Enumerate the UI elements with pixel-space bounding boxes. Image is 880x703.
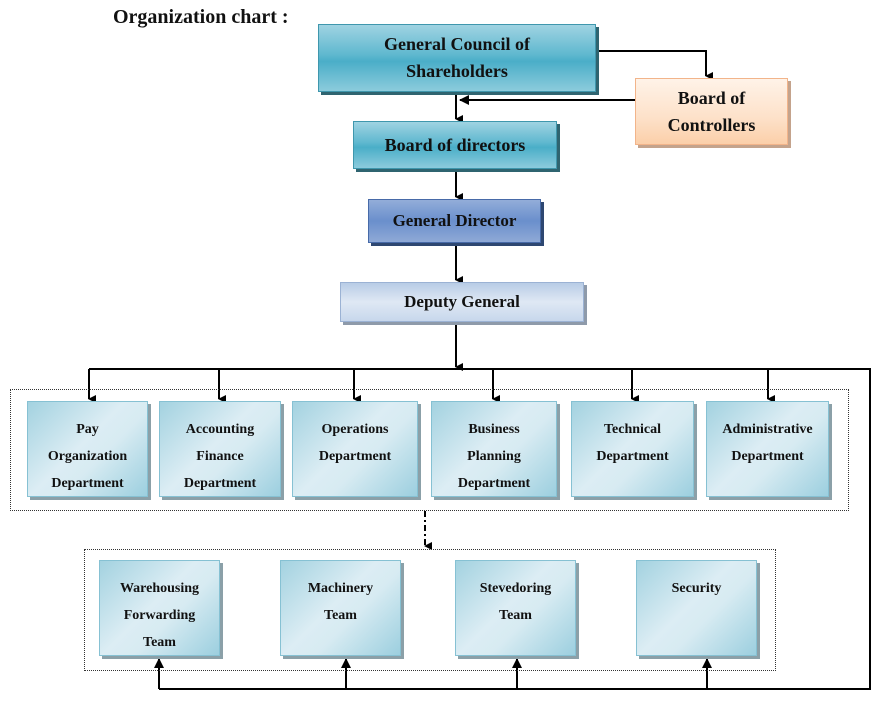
dept-business-planning[interactable]: Business Planning Department: [431, 401, 557, 497]
dept-pay-organization[interactable]: Pay Organization Department: [27, 401, 148, 497]
team-warehousing-forwarding[interactable]: Warehousing Forwarding Team: [99, 560, 220, 656]
teams-group: [84, 549, 776, 671]
node-deputy-general[interactable]: Deputy General: [340, 282, 584, 322]
node-label: Finance: [196, 449, 244, 464]
node-label: Security: [671, 581, 722, 596]
node-label: Accounting: [185, 422, 255, 437]
node-label: Operations: [321, 422, 389, 437]
node-label: Pay: [76, 422, 99, 437]
node-label: Team: [499, 608, 532, 623]
node-label: Department: [457, 476, 531, 491]
node-board-of-directors[interactable]: Board of directors: [353, 121, 557, 169]
node-label: Board of directors: [384, 134, 526, 155]
team-security[interactable]: Security: [636, 560, 757, 656]
node-general-council[interactable]: General Council of Shareholders: [318, 24, 596, 92]
node-label: Department: [318, 449, 392, 464]
node-label: Administrative: [722, 422, 813, 437]
dept-accounting-finance[interactable]: Accounting Finance Department: [159, 401, 281, 497]
node-label: Stevedoring: [479, 581, 552, 596]
node-label: Shareholders: [406, 61, 508, 81]
node-label: Warehousing: [119, 581, 200, 596]
node-general-director[interactable]: General Director: [368, 199, 541, 243]
node-label: Organization: [47, 449, 128, 464]
chart-title: Organization chart :: [113, 6, 289, 28]
node-label: Technical: [603, 422, 662, 437]
node-label: Team: [324, 608, 357, 623]
team-stevedoring[interactable]: Stevedoring Team: [455, 560, 576, 656]
dept-technical[interactable]: Technical Department: [571, 401, 694, 497]
dept-operations[interactable]: Operations Department: [292, 401, 418, 497]
department-bus: [89, 368, 871, 690]
node-board-of-controllers[interactable]: Board of Controllers: [635, 78, 788, 145]
dept-administrative[interactable]: Administrative Department: [706, 401, 829, 497]
team-machinery[interactable]: Machinery Team: [280, 560, 401, 656]
arrow-shareholders-to-controllers: [596, 50, 713, 80]
node-label: Business: [468, 422, 520, 437]
departments-group: [10, 389, 849, 511]
node-label: General Director: [392, 211, 517, 230]
node-label: Machinery: [307, 581, 374, 596]
node-label: Forwarding: [123, 608, 196, 623]
node-label: Department: [183, 476, 257, 491]
node-label: Department: [596, 449, 669, 464]
node-label: Team: [143, 635, 176, 650]
node-label: Department: [51, 476, 124, 491]
node-label: General Council of: [384, 34, 530, 54]
node-label: Planning: [467, 449, 521, 464]
node-label: Deputy General: [404, 292, 520, 311]
node-label: Board of: [677, 87, 746, 108]
node-label: Department: [731, 449, 804, 464]
node-label: Controllers: [667, 114, 756, 135]
